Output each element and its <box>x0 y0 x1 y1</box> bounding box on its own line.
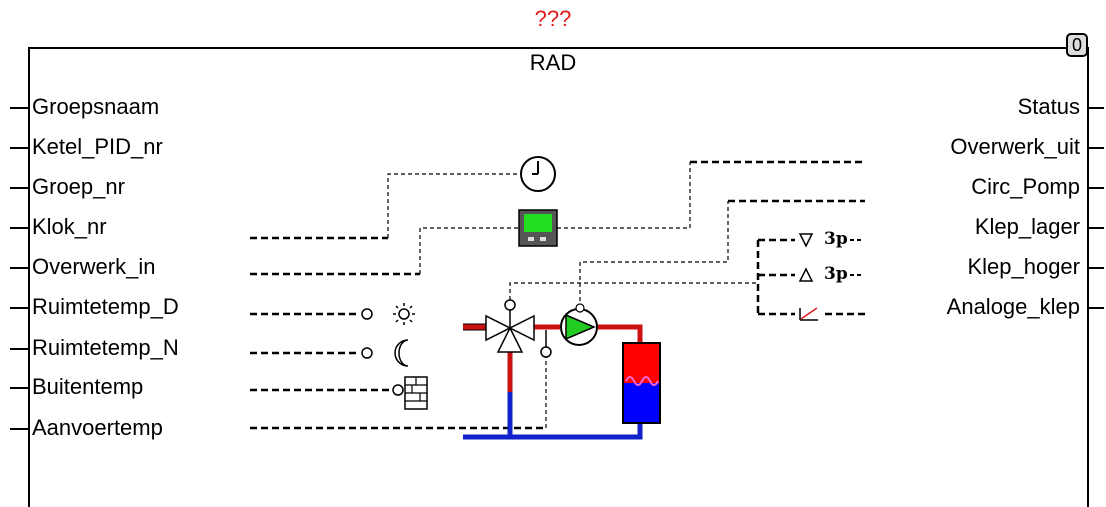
output-analoge-klep[interactable]: Analoge_klep <box>946 294 1080 319</box>
pin-stub-overwerk-in[interactable] <box>10 267 30 269</box>
input-overwerk-in[interactable]: Overwerk_in <box>32 254 156 279</box>
valve-down-icon <box>798 233 814 248</box>
valve-up-label: 3p <box>824 264 848 284</box>
block-title: RAD <box>529 50 577 75</box>
output-klep-hoger[interactable]: Klep_hoger <box>967 254 1080 279</box>
pin-stub-aanvoertemp[interactable] <box>10 428 30 430</box>
supply-temp-sensor-icon <box>540 330 552 358</box>
pin-stub-ruimtetemp-d[interactable] <box>10 307 30 309</box>
sensor-night-icon <box>361 339 409 367</box>
valve-up-icon <box>798 267 814 282</box>
radiator-icon <box>622 342 661 424</box>
sensor-outdoor-icon <box>392 376 428 410</box>
pin-stub-status[interactable] <box>1088 107 1104 109</box>
output-klep-lager[interactable]: Klep_lager <box>974 214 1080 239</box>
display-out-connector <box>557 162 691 229</box>
input-klok-nr[interactable]: Klok_nr <box>32 214 107 239</box>
pin-stub-ruimtetemp-n[interactable] <box>10 348 30 350</box>
supply-pipe <box>463 324 643 440</box>
pin-stub-klep-hoger[interactable] <box>1088 267 1104 269</box>
sensor-day-icon <box>361 303 415 325</box>
input-ruimtetemp-d[interactable]: Ruimtetemp_D <box>32 294 179 319</box>
display-connector <box>419 227 519 274</box>
input-ketel-pid-nr[interactable]: Ketel_PID_nr <box>32 134 163 159</box>
output-status[interactable]: Status <box>1017 94 1080 119</box>
input-groepsnaam[interactable]: Groepsnaam <box>32 94 160 119</box>
instance-badge[interactable]: 0 <box>1066 33 1088 57</box>
unknown-instance-label: ??? <box>534 6 572 31</box>
pump-connector <box>579 201 729 308</box>
function-block-frame[interactable] <box>28 47 1089 507</box>
pin-stub-klok-nr[interactable] <box>10 227 30 229</box>
clock-connector <box>387 173 519 238</box>
output-overwerk-uit[interactable]: Overwerk_uit <box>950 134 1080 159</box>
valve-down-label: 3p <box>824 229 848 249</box>
heating-circuit-diagram <box>250 156 865 440</box>
output-circ-pomp[interactable]: Circ_Pomp <box>971 174 1080 199</box>
input-ruimtetemp-n[interactable]: Ruimtetemp_N <box>32 335 179 360</box>
display-icon <box>518 209 558 247</box>
pin-stub-overwerk-uit[interactable] <box>1088 147 1104 149</box>
analog-valve-icon <box>799 307 818 321</box>
pin-stub-groepsnaam[interactable] <box>10 107 30 109</box>
three-way-valve-icon <box>485 299 535 353</box>
circulation-pump-icon <box>560 303 598 346</box>
pin-stub-circ-pomp[interactable] <box>1088 187 1104 189</box>
pin-stub-analoge-klep[interactable] <box>1088 307 1104 309</box>
valve-connector <box>509 282 758 300</box>
input-groep-nr[interactable]: Groep_nr <box>32 174 125 199</box>
clock-icon <box>520 156 556 192</box>
pin-stub-buitentemp[interactable] <box>10 387 30 389</box>
pin-stub-ketel-pid-nr[interactable] <box>10 147 30 149</box>
pin-stub-klep-lager[interactable] <box>1088 227 1104 229</box>
input-aanvoertemp[interactable]: Aanvoertemp <box>32 415 163 440</box>
pin-stub-groep-nr[interactable] <box>10 187 30 189</box>
input-buitentemp[interactable]: Buitentemp <box>32 374 144 399</box>
